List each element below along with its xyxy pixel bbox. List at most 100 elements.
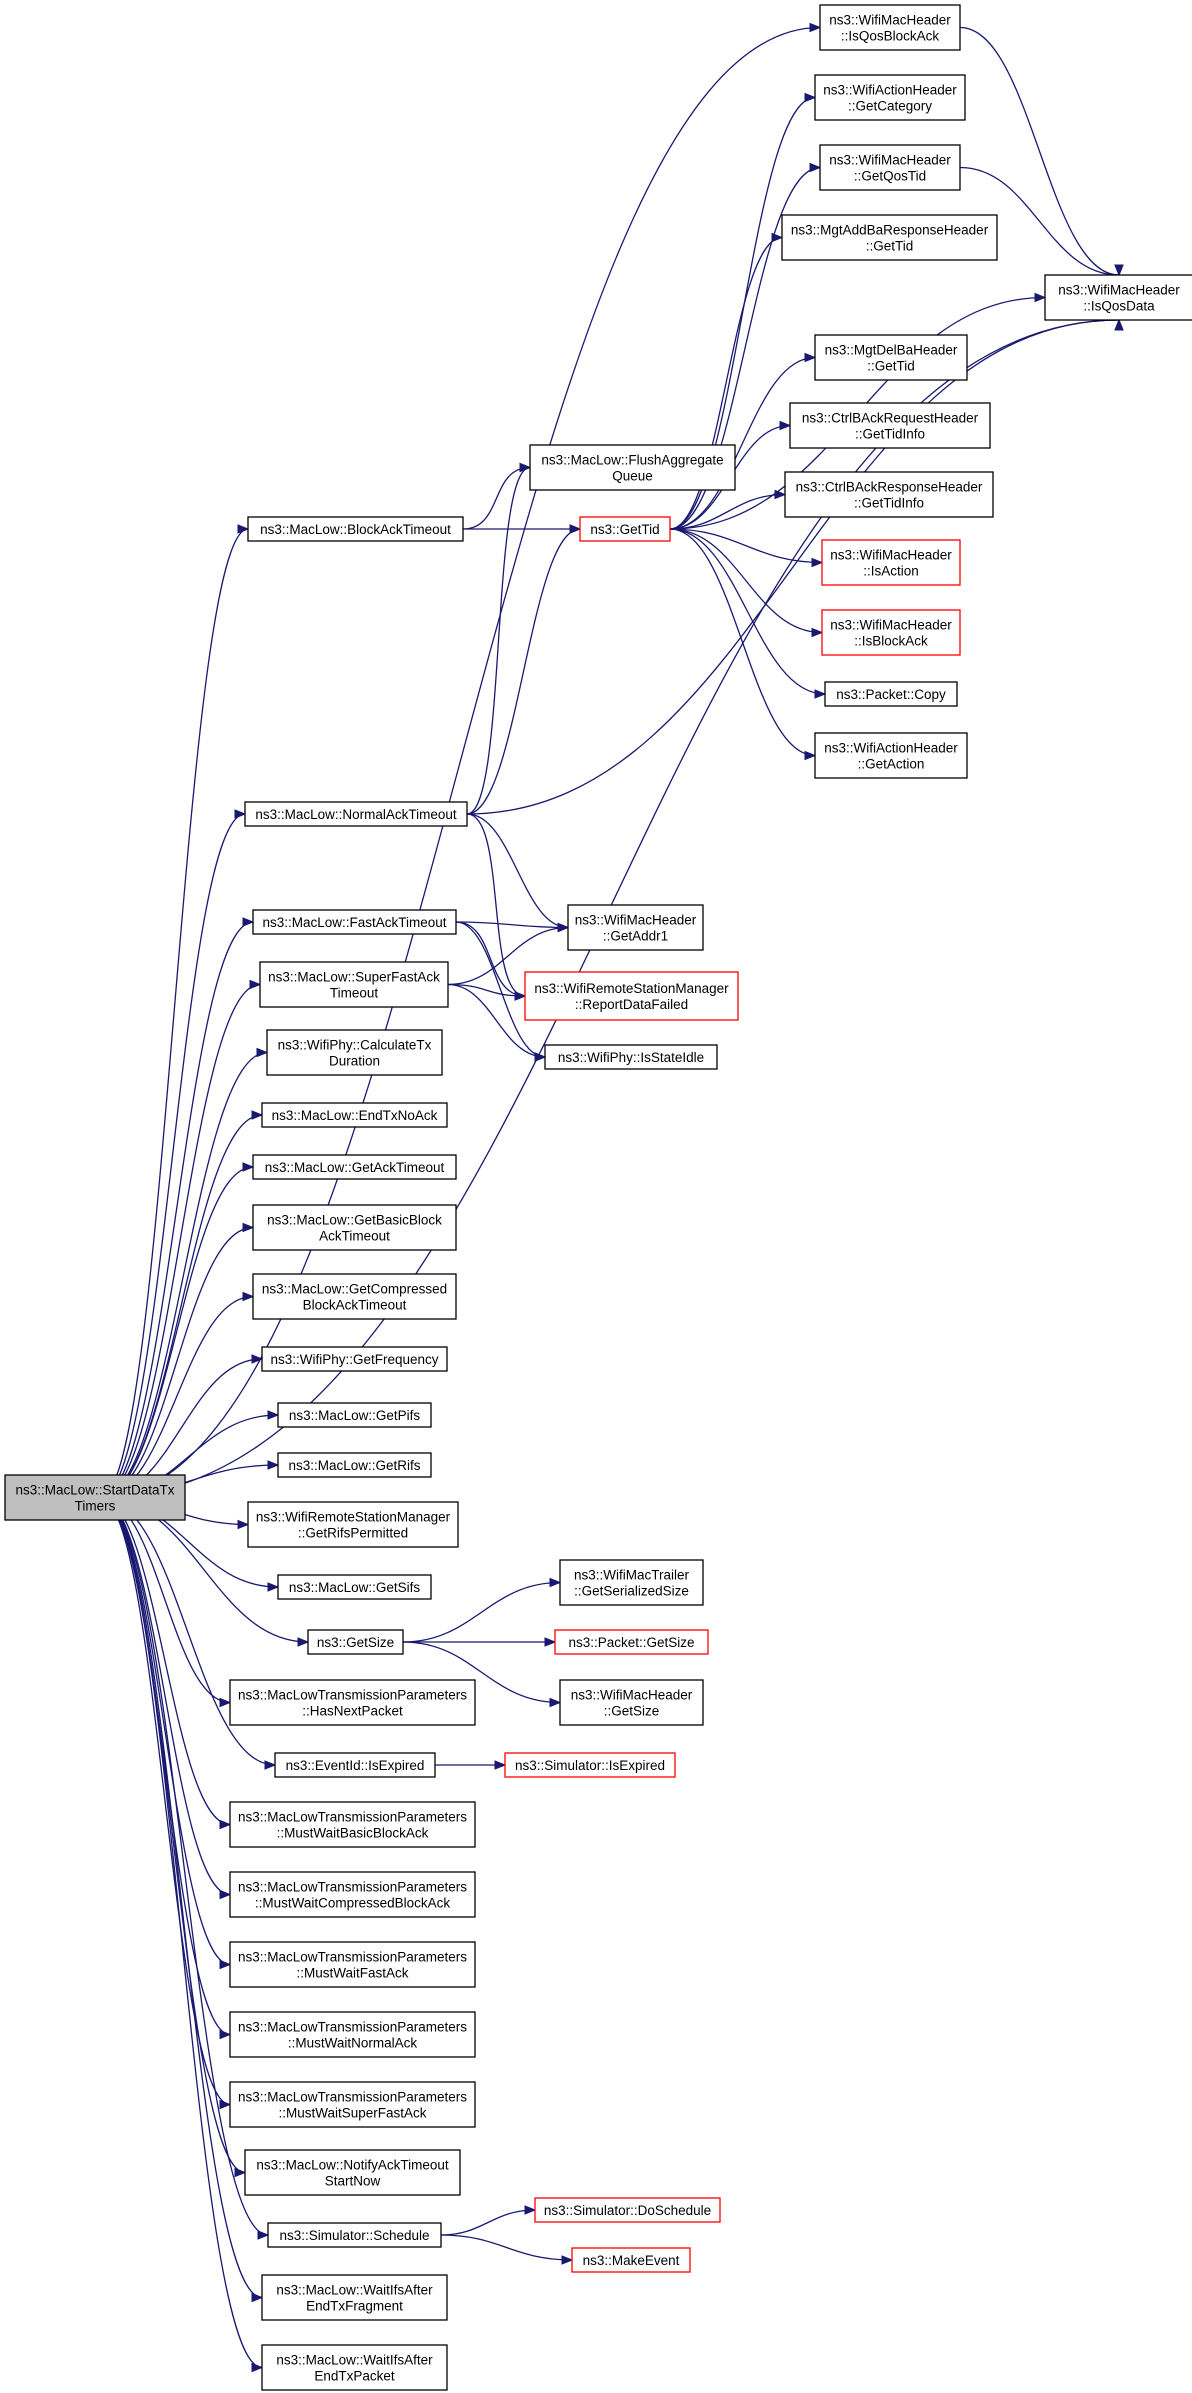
node-mwfast[interactable]: ns3::MacLowTransmissionParameters::MustW… <box>229 1941 476 1988</box>
node-box[interactable] <box>252 909 457 935</box>
node-endtxnoack[interactable]: ns3::MacLow::EndTxNoAck <box>261 1102 448 1128</box>
node-packetcopy[interactable]: ns3::Packet::Copy <box>824 681 958 707</box>
node-getrifs[interactable]: ns3::MacLow::GetRifs <box>277 1452 432 1478</box>
node-hasnextpacket[interactable]: ns3::MacLowTransmissionParameters::HasNe… <box>229 1679 476 1726</box>
node-fastacktimeout[interactable]: ns3::MacLow::FastAckTimeout <box>252 909 457 935</box>
node-mwnormal[interactable]: ns3::MacLowTransmissionParameters::MustW… <box>229 2011 476 2058</box>
node-box[interactable] <box>244 2149 461 2196</box>
node-getsize[interactable]: ns3::GetSize <box>307 1629 404 1655</box>
node-box[interactable] <box>567 904 704 951</box>
node-box[interactable] <box>266 1029 443 1076</box>
node-box[interactable] <box>544 1044 718 1070</box>
node-box[interactable] <box>252 1204 457 1251</box>
node-box[interactable] <box>261 1102 448 1128</box>
node-mwcompressed[interactable]: ns3::MacLowTransmissionParameters::MustW… <box>229 1871 476 1918</box>
node-box[interactable] <box>824 681 958 707</box>
node-box[interactable] <box>554 1629 709 1655</box>
node-box[interactable] <box>781 214 998 261</box>
node-box[interactable] <box>789 402 991 449</box>
node-schedule[interactable]: ns3::Simulator::Schedule <box>267 2222 442 2248</box>
node-box[interactable] <box>229 1871 476 1918</box>
node-box[interactable] <box>4 1474 186 1521</box>
node-mgtdelba[interactable]: ns3::MgtDelBaHeader::GetTid <box>814 334 968 381</box>
node-isaction[interactable]: ns3::WifiMacHeader::IsAction <box>821 539 961 586</box>
node-box[interactable] <box>819 4 961 51</box>
node-box[interactable] <box>261 2274 448 2321</box>
node-normalacktimeout[interactable]: ns3::MacLow::NormalAckTimeout <box>244 801 468 827</box>
node-isqosblockack[interactable]: ns3::WifiMacHeader::IsQosBlockAck <box>819 4 961 51</box>
node-box[interactable] <box>821 609 961 656</box>
node-makeevent[interactable]: ns3::MakeEvent <box>571 2247 691 2273</box>
node-trailergetser[interactable]: ns3::WifiMacTrailer::GetSerializedSize <box>559 1559 704 1606</box>
node-box[interactable] <box>524 971 739 1021</box>
node-box[interactable] <box>559 1559 704 1606</box>
node-getpifs[interactable]: ns3::MacLow::GetPifs <box>277 1402 432 1428</box>
node-ctrlbackreq[interactable]: ns3::CtrlBAckRequestHeader::GetTidInfo <box>789 402 991 449</box>
node-box[interactable] <box>1044 274 1192 321</box>
node-box[interactable] <box>819 144 961 191</box>
node-box[interactable] <box>784 471 994 518</box>
node-eventidisexpired[interactable]: ns3::EventId::IsExpired <box>274 1752 436 1778</box>
node-box[interactable] <box>267 2222 442 2248</box>
node-simisexpired[interactable]: ns3::Simulator::IsExpired <box>504 1752 676 1778</box>
node-box[interactable] <box>277 1574 432 1600</box>
node-box[interactable] <box>229 1679 476 1726</box>
node-box[interactable] <box>261 1346 448 1372</box>
node-getqostid[interactable]: ns3::WifiMacHeader::GetQosTid <box>819 144 961 191</box>
node-blockacktimeout[interactable]: ns3::MacLow::BlockAckTimeout <box>247 516 464 542</box>
node-mgtaddba[interactable]: ns3::MgtAddBaResponseHeader::GetTid <box>781 214 998 261</box>
node-box[interactable] <box>821 539 961 586</box>
node-isqosdata[interactable]: ns3::WifiMacHeader::IsQosData <box>1044 274 1192 321</box>
node-box[interactable] <box>814 74 966 121</box>
node-ctrlbackresp[interactable]: ns3::CtrlBAckResponseHeader::GetTidInfo <box>784 471 994 518</box>
node-box[interactable] <box>277 1402 432 1428</box>
node-getfrequency[interactable]: ns3::WifiPhy::GetFrequency <box>261 1346 448 1372</box>
node-box[interactable] <box>504 1752 676 1778</box>
node-mwbasic[interactable]: ns3::MacLowTransmissionParameters::MustW… <box>229 1801 476 1848</box>
node-gettid[interactable]: ns3::GetTid <box>579 516 671 542</box>
node-box[interactable] <box>252 1273 457 1320</box>
node-box[interactable] <box>261 2344 448 2391</box>
node-getcompressed[interactable]: ns3::MacLow::GetCompressedBlockAckTimeou… <box>252 1273 457 1320</box>
node-isblockack[interactable]: ns3::WifiMacHeader::IsBlockAck <box>821 609 961 656</box>
node-box[interactable] <box>814 334 968 381</box>
node-packetgetsize[interactable]: ns3::Packet::GetSize <box>554 1629 709 1655</box>
node-box[interactable] <box>252 1154 457 1180</box>
node-box[interactable] <box>229 1801 476 1848</box>
node-box[interactable] <box>571 2247 691 2273</box>
node-box[interactable] <box>814 732 968 779</box>
node-box[interactable] <box>534 2197 721 2223</box>
node-box[interactable] <box>274 1752 436 1778</box>
node-mwsuperfast[interactable]: ns3::MacLowTransmissionParameters::MustW… <box>229 2081 476 2128</box>
node-getrifspermitted[interactable]: ns3::WifiRemoteStationManager::GetRifsPe… <box>247 1501 459 1548</box>
node-isstateidle[interactable]: ns3::WifiPhy::IsStateIdle <box>544 1044 718 1070</box>
node-getaction[interactable]: ns3::WifiActionHeader::GetAction <box>814 732 968 779</box>
node-box[interactable] <box>307 1629 404 1655</box>
node-hdrgetsize[interactable]: ns3::WifiMacHeader::GetSize <box>559 1679 704 1726</box>
node-box[interactable] <box>229 1941 476 1988</box>
node-box[interactable] <box>259 961 449 1008</box>
node-box[interactable] <box>229 2081 476 2128</box>
node-box[interactable] <box>579 516 671 542</box>
node-box[interactable] <box>244 801 468 827</box>
node-box[interactable] <box>247 1501 459 1548</box>
node-box[interactable] <box>229 2011 476 2058</box>
node-doschedule[interactable]: ns3::Simulator::DoSchedule <box>534 2197 721 2223</box>
node-box[interactable] <box>529 444 736 491</box>
node-getaddr1[interactable]: ns3::WifiMacHeader::GetAddr1 <box>567 904 704 951</box>
node-getsifs[interactable]: ns3::MacLow::GetSifs <box>277 1574 432 1600</box>
node-box[interactable] <box>559 1679 704 1726</box>
node-getacktimeout[interactable]: ns3::MacLow::GetAckTimeout <box>252 1154 457 1180</box>
node-box[interactable] <box>247 516 464 542</box>
node-box[interactable] <box>277 1452 432 1478</box>
node-getcategory[interactable]: ns3::WifiActionHeader::GetCategory <box>814 74 966 121</box>
node-reportdatafailed[interactable]: ns3::WifiRemoteStationManager::ReportDat… <box>524 971 739 1021</box>
